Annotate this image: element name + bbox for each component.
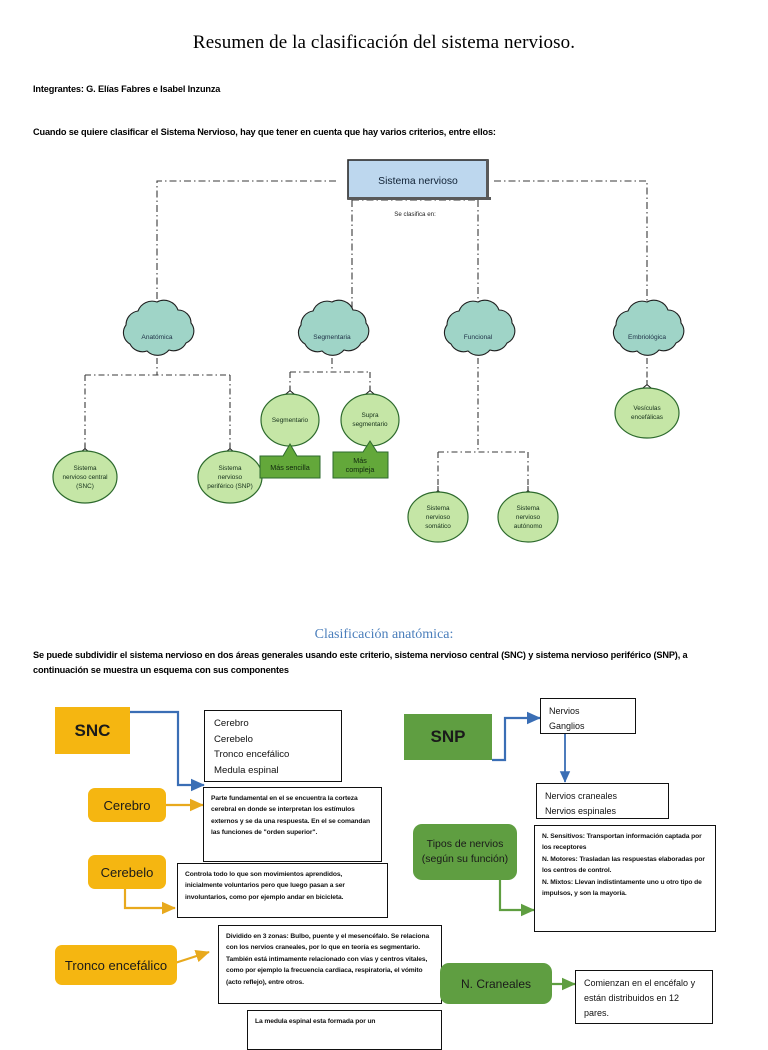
flowchart-arrows <box>123 710 576 991</box>
page-title: Resumen de la clasificación del sistema … <box>192 32 576 53</box>
ellipse-autonomo-line3: autónomo <box>514 523 543 530</box>
tipos-de-nervios-description: N. Sensitivos: Transportan información c… <box>534 825 716 932</box>
cloud-funcional-label: Funcional <box>464 334 493 341</box>
medula-description: La medula espinal esta formada por un <box>247 1010 442 1050</box>
callout-mas-compleja: Más compleja <box>332 440 389 479</box>
root-caption: Se clasifica en: <box>394 211 436 218</box>
snp-item2-0: Nervios craneales <box>545 791 618 801</box>
snp-nerve-types-list: Nervios craneales Nervios espinales <box>536 783 669 819</box>
ellipse-autonomo-line1: Sistema <box>516 505 540 512</box>
snc-item-0: Cerebro <box>214 718 249 729</box>
cloud-anatomica: Anatómica <box>122 299 195 356</box>
ellipse-snp-line2: nervioso <box>218 474 243 481</box>
snc-item-2: Tronco encefálico <box>214 749 290 760</box>
snp-item-1: Ganglios <box>549 721 585 731</box>
arrow-tipos-to-desc <box>498 880 535 917</box>
n-craneales-description: Comienzan en el encéfalo y están distrib… <box>575 970 713 1024</box>
arrow-cerebelo-to-desc <box>123 888 176 915</box>
ellipse-segmentario-label: Segmentario <box>272 417 309 424</box>
ellipse-snc-line2: nervioso central <box>62 474 107 481</box>
ellipse-somatico-line1: Sistema <box>426 505 450 512</box>
ellipse-autonomo: Sistema nervioso autónomo <box>497 491 559 543</box>
ellipse-autonomo-line2: nervioso <box>516 514 541 521</box>
classification-diagram: Sistema nervioso Se clasifica en: Anatóm… <box>52 159 685 543</box>
ellipse-supra-line1: Supra <box>361 412 378 419</box>
ellipse-vesiculas-line2: encefálicas <box>631 414 663 421</box>
cerebro-description: Parte fundamental en el se encuentra la … <box>203 787 382 862</box>
cloud-embriologica-label: Embriológica <box>628 334 666 341</box>
callout-mas-sencilla-label: Más sencilla <box>270 463 310 472</box>
tipos-label-line2: (según su función) <box>421 853 509 865</box>
cloud-embriologica: Embriológica <box>612 299 685 356</box>
cerebro-box[interactable]: Cerebro <box>88 788 166 822</box>
ellipse-supra-segmentario: Supra segmentario <box>340 393 400 447</box>
section-heading: Clasificación anatómica: <box>314 627 454 642</box>
ellipse-vesiculas: Vesículas encefálicas <box>614 387 680 439</box>
root-node-sistema-nervioso: Sistema nervioso <box>347 159 491 200</box>
document-page: Resumen de la clasificación del sistema … <box>33 32 716 1050</box>
cerebelo-box[interactable]: Cerebelo <box>88 855 166 889</box>
tipos-label-line1: Tipos de nervios <box>426 838 504 850</box>
snc-box[interactable]: SNC <box>55 707 130 754</box>
authors-line: Integrantes: G. Elías Fabres e Isabel In… <box>33 84 221 94</box>
tipos-de-nervios-box[interactable]: Tipos de nervios (según su función) <box>413 824 517 880</box>
ellipse-snc-line1: Sistema <box>73 465 97 472</box>
section-description: Se puede subdividir el sistema nervioso … <box>33 650 688 675</box>
callout-mas-compleja-line2: compleja <box>346 465 375 474</box>
callout-mas-compleja-line1: Más <box>353 456 367 465</box>
ellipse-somatico: Sistema nervioso somático <box>407 491 469 543</box>
cloud-segmentaria-label: Segmentaria <box>313 334 351 341</box>
snc-item-3: Medula espinal <box>214 764 279 776</box>
ellipse-vesiculas-line1: Vesículas <box>633 405 660 412</box>
ellipse-snp-line3: periférico (SNP) <box>207 483 252 490</box>
snp-item-0: Nervios <box>549 706 580 716</box>
snp-item2-1: Nervios espinales <box>545 806 617 816</box>
root-node-label: Sistema nervioso <box>378 176 458 187</box>
ellipse-snc-line3: (SNC) <box>76 483 94 490</box>
intro-paragraph: Cuando se quiere clasificar el Sistema N… <box>33 127 496 137</box>
arrow-snp-to-nervios <box>492 711 541 762</box>
callout-mas-sencilla: Más sencilla <box>259 443 321 479</box>
ellipse-snc: Sistema nervioso central (SNC) <box>52 450 118 504</box>
snp-box[interactable]: SNP <box>404 714 492 760</box>
cerebelo-description: Controla todo lo que son movimientos apr… <box>177 863 388 918</box>
ellipse-somatico-line3: somático <box>425 523 451 530</box>
snc-item-1: Cerebelo <box>214 733 253 745</box>
cloud-segmentaria: Segmentaria <box>297 299 370 356</box>
tronco-box[interactable]: Tronco encefálico <box>55 945 177 985</box>
ellipse-supra-line2: segmentario <box>352 421 388 428</box>
n-craneales-box[interactable]: N. Craneales <box>440 963 552 1004</box>
tronco-description: Dividido en 3 zonas: Bulbo, puente y el … <box>218 925 442 1004</box>
ellipse-somatico-line2: nervioso <box>426 514 451 521</box>
snc-components-list: Cerebro Cerebelo Tronco encefálico Medul… <box>204 710 342 782</box>
ellipse-snp-line1: Sistema <box>218 465 242 472</box>
cloud-funcional: Funcional <box>443 299 516 356</box>
arrow-tronco-to-desc <box>174 949 210 965</box>
cloud-anatomica-label: Anatómica <box>141 334 172 341</box>
arrow-snc-to-list <box>130 710 205 792</box>
snp-components-list: Nervios Ganglios <box>540 698 636 734</box>
